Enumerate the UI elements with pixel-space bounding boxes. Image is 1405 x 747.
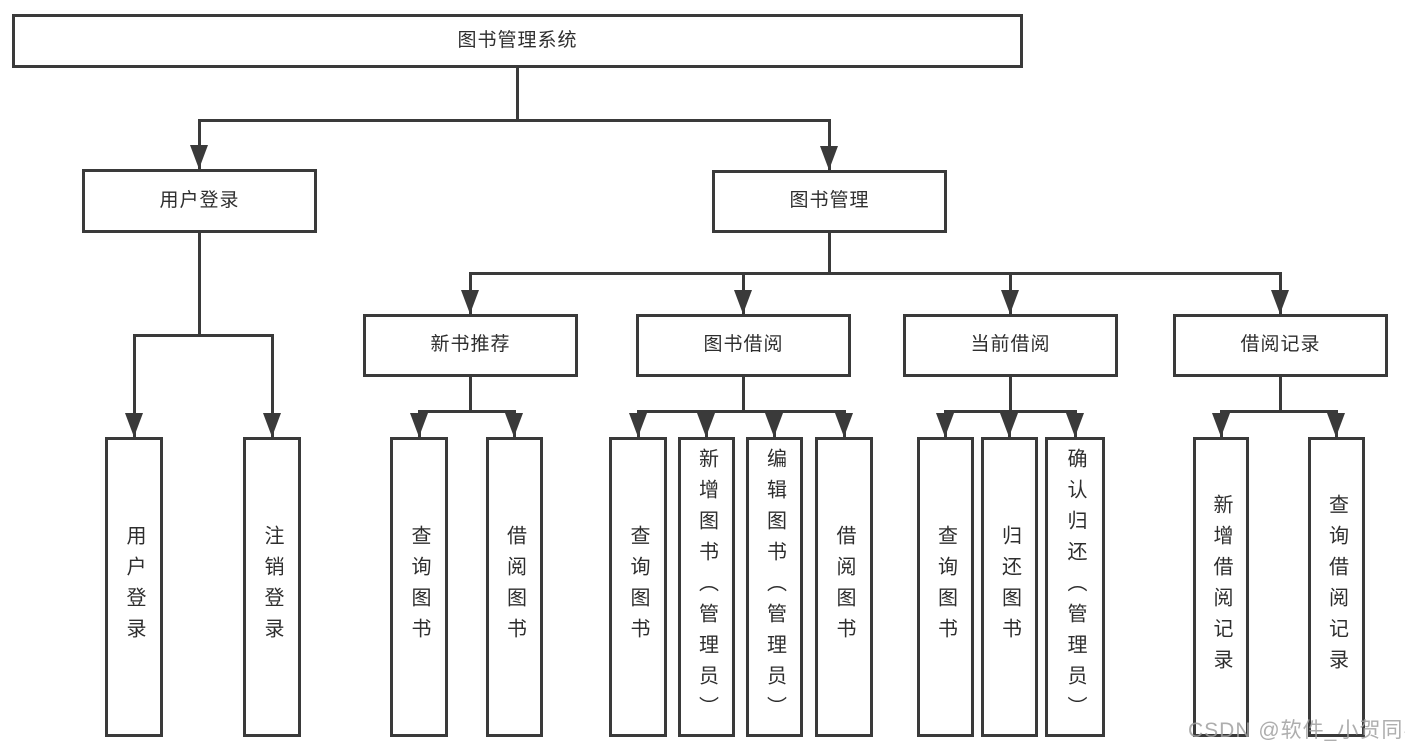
arrowhead-down-icon — [263, 413, 281, 437]
leaf-logout: 注销登录 — [243, 437, 301, 737]
arrowhead-down-icon — [734, 290, 752, 314]
connector-line-v — [827, 233, 831, 274]
arrowhead-down-icon — [461, 290, 479, 314]
arrowhead-down-icon — [410, 413, 428, 437]
connector-line-v — [1278, 377, 1282, 412]
arrowhead-down-icon — [190, 145, 208, 169]
node-book-borrow: 图书借阅 — [636, 314, 851, 377]
connector-line-v — [741, 377, 745, 412]
leaf-confirm-return-admin: 确认归还（管理员） — [1045, 437, 1105, 737]
connector-line-h — [468, 271, 1282, 275]
node-user-login: 用户登录 — [82, 169, 317, 233]
arrowhead-down-icon — [697, 413, 715, 437]
connector-line-v — [197, 233, 201, 336]
leaf-query-books-current: 查询图书 — [917, 437, 974, 737]
connector-line-h — [417, 409, 516, 413]
connector-line-v — [132, 335, 136, 437]
leaf-query-borrow-record: 查询借阅记录 — [1308, 437, 1365, 737]
connector-line-v — [468, 377, 472, 412]
arrowhead-down-icon — [936, 413, 954, 437]
node-current-borrow: 当前借阅 — [903, 314, 1118, 377]
connector-line-v — [827, 120, 831, 170]
connector-line-v — [515, 68, 519, 120]
connector-line-v — [197, 120, 201, 169]
arrowhead-down-icon — [1001, 290, 1019, 314]
node-borrow-records: 借阅记录 — [1173, 314, 1388, 377]
csdn-watermark: CSDN @软件_小贺同学 — [1188, 719, 1405, 742]
leaf-add-book-admin: 新增图书（管理员） — [678, 437, 735, 737]
connector-line-h — [636, 409, 846, 413]
connector-line-v — [270, 335, 274, 437]
arrowhead-down-icon — [1000, 413, 1018, 437]
leaf-query-books-borrow: 查询图书 — [609, 437, 667, 737]
leaf-borrow-books-borrow: 借阅图书 — [815, 437, 873, 737]
arrowhead-down-icon — [125, 413, 143, 437]
arrowhead-down-icon — [1066, 413, 1084, 437]
leaf-query-books-newbooks: 查询图书 — [390, 437, 448, 737]
arrowhead-down-icon — [1271, 290, 1289, 314]
node-book-management: 图书管理 — [712, 170, 947, 233]
node-new-book-recommend: 新书推荐 — [363, 314, 578, 377]
connector-line-h — [132, 333, 274, 337]
connector-line-h — [197, 118, 831, 122]
arrowhead-down-icon — [1327, 413, 1345, 437]
arrowhead-down-icon — [629, 413, 647, 437]
connector-line-v — [1008, 377, 1012, 412]
leaf-edit-book-admin: 编辑图书（管理员） — [746, 437, 803, 737]
leaf-borrow-books-newbooks: 借阅图书 — [486, 437, 543, 737]
leaf-add-borrow-record: 新增借阅记录 — [1193, 437, 1249, 737]
arrowhead-down-icon — [820, 146, 838, 170]
leaf-return-book: 归还图书 — [981, 437, 1038, 737]
node-root: 图书管理系统 — [12, 14, 1023, 68]
arrowhead-down-icon — [835, 413, 853, 437]
arrowhead-down-icon — [765, 413, 783, 437]
arrowhead-down-icon — [505, 413, 523, 437]
arrowhead-down-icon — [1212, 413, 1230, 437]
leaf-user-login: 用户登录 — [105, 437, 163, 737]
